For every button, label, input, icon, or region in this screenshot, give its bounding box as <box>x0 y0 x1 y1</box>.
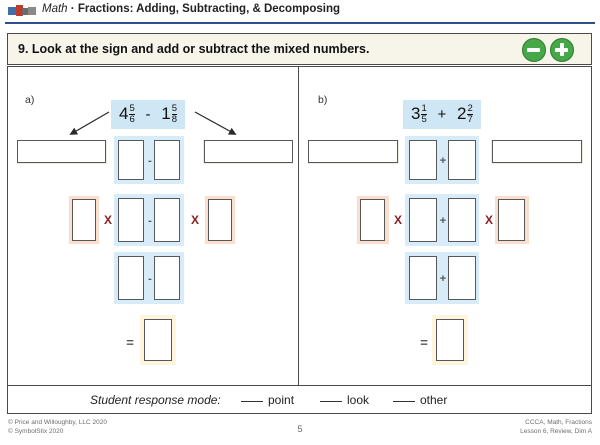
multiply-symbol-b-right: X <box>484 213 493 227</box>
app-logo-icon <box>8 5 36 17</box>
operator-a-row3: - <box>148 273 152 285</box>
box-a-row3-center-2[interactable] <box>154 256 180 300</box>
page-title: Fractions: Adding, Subtracting, & Decomp… <box>77 3 340 15</box>
response-blank-other[interactable] <box>393 401 415 402</box>
minus-circle-icon[interactable] <box>522 38 546 62</box>
problem-label-b: b) <box>318 94 328 106</box>
box-a-row1-center-2[interactable] <box>154 140 180 180</box>
page-number: 5 <box>297 424 303 434</box>
instruction-text: 9. Look at the sign and add or subtract … <box>18 42 370 56</box>
box-b-row1-center-1[interactable] <box>409 140 437 180</box>
equals-symbol-a: = <box>126 335 134 350</box>
multiply-symbol-a-right: X <box>190 213 199 227</box>
page-header: Math · Fractions: Adding, Subtracting, &… <box>0 0 600 24</box>
expr-a-right-whole: 1 <box>161 103 171 123</box>
box-a-row2-right[interactable] <box>208 199 232 241</box>
reference-line-1: CCCA, Math, Fractions <box>525 419 592 426</box>
response-option-point-label: point <box>268 393 295 407</box>
operator-b-row1: + <box>439 155 447 167</box>
panel-divider <box>298 66 300 386</box>
box-a-row2-center-1[interactable] <box>118 198 144 242</box>
instruction-bar: 9. Look at the sign and add or subtract … <box>7 33 592 65</box>
expr-b-left-den: 5 <box>421 113 427 125</box>
footer-reference: CCCA, Math, Fractions Lesson 6, Review, … <box>520 418 592 436</box>
arrow-left-icon <box>69 111 110 135</box>
box-b-row3-center-2[interactable] <box>448 256 476 300</box>
expr-b-right-whole: 2 <box>457 103 467 123</box>
header-title-group: Math · Fractions: Adding, Subtracting, &… <box>42 3 340 15</box>
header-rule <box>5 22 595 24</box>
expr-b-left-num: 1 <box>421 103 427 114</box>
problem-label-a: a) <box>25 94 35 106</box>
response-mode-label: Student response mode: <box>90 393 221 407</box>
expr-a-left-den: 6 <box>129 113 135 125</box>
box-a-row2-left[interactable] <box>72 199 96 241</box>
box-b-row2-center-2[interactable] <box>448 198 476 242</box>
equals-symbol-b: = <box>420 335 428 350</box>
box-a-row1-left[interactable] <box>17 140 106 163</box>
expr-a-left-num: 5 <box>129 103 135 114</box>
operator-a-row1: - <box>148 155 152 167</box>
multiply-symbol-b-left: X <box>393 213 402 227</box>
answer-box-a[interactable] <box>144 319 172 361</box>
box-b-row2-right[interactable] <box>498 199 525 241</box>
expr-a-left-whole: 4 <box>119 103 129 123</box>
multiply-symbol-a-left: X <box>103 213 112 227</box>
header-subject: Math <box>42 3 68 15</box>
box-b-row1-left[interactable] <box>308 140 398 163</box>
expr-b-right-den: 7 <box>467 113 473 125</box>
box-b-row1-right[interactable] <box>492 140 582 163</box>
footer-copyright: © Price and Willoughby, LLC 2020 © Symbo… <box>8 418 107 436</box>
box-a-row2-center-2[interactable] <box>154 198 180 242</box>
response-option-look-label: look <box>347 393 370 407</box>
operator-a-row2: - <box>148 215 152 227</box>
work-area-frame <box>7 66 592 386</box>
box-a-row1-right[interactable] <box>204 140 293 163</box>
box-a-row1-center-1[interactable] <box>118 140 144 180</box>
reference-line-2: Lesson 6, Review, Dim A <box>520 428 592 435</box>
copyright-line-1: © Price and Willoughby, LLC 2020 <box>8 419 107 426</box>
expr-b-operator: + <box>437 105 447 123</box>
response-option-point[interactable]: point <box>241 393 294 407</box>
expr-a-operator: - <box>145 105 151 123</box>
response-option-other[interactable]: other <box>393 393 447 407</box>
arrow-right-icon <box>194 111 237 135</box>
header-separator: · <box>70 3 75 15</box>
expr-a-right-num: 5 <box>171 103 177 114</box>
box-b-row3-center-1[interactable] <box>409 256 437 300</box>
response-option-look[interactable]: look <box>320 393 369 407</box>
expr-b-right-num: 2 <box>467 103 473 114</box>
box-b-row2-left[interactable] <box>360 199 385 241</box>
response-blank-point[interactable] <box>241 401 263 402</box>
response-mode-bar: Student response mode: point look other <box>7 386 592 414</box>
plus-circle-icon[interactable] <box>550 38 574 62</box>
response-option-other-label: other <box>420 393 448 407</box>
operator-b-row3: + <box>439 273 447 285</box>
copyright-line-2: © SymbolStix 2020 <box>8 428 64 435</box>
expr-b-left-whole: 3 <box>411 103 421 123</box>
operator-b-row2: + <box>439 215 447 227</box>
response-blank-look[interactable] <box>320 401 342 402</box>
answer-box-b[interactable] <box>436 319 464 361</box>
box-b-row2-center-1[interactable] <box>409 198 437 242</box>
box-a-row3-center-1[interactable] <box>118 256 144 300</box>
expr-a-right-den: 8 <box>171 113 177 125</box>
box-b-row1-center-2[interactable] <box>448 140 476 180</box>
